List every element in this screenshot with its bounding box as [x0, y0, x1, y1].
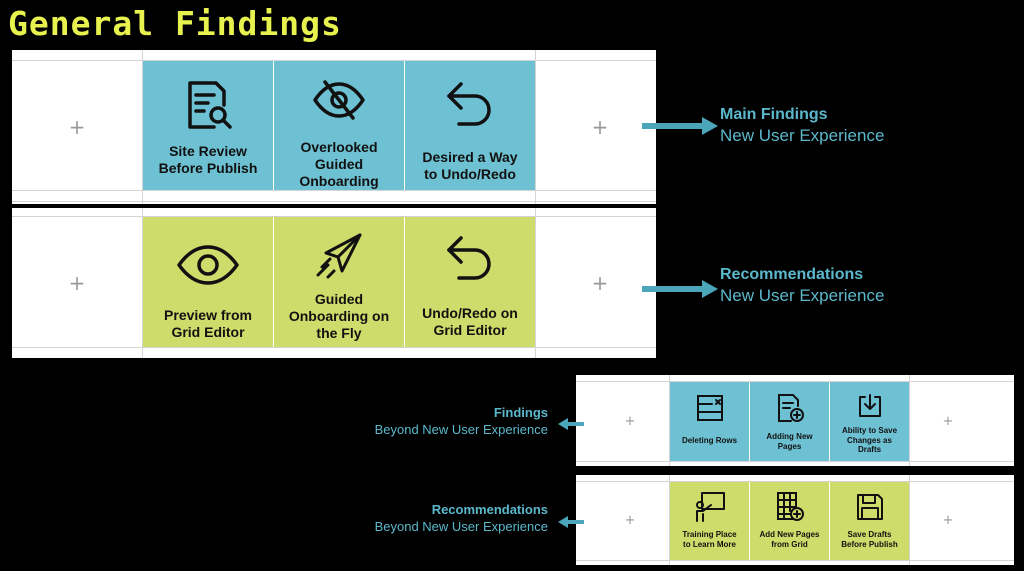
finding-label: Overlooked Guided Onboarding: [299, 139, 379, 189]
finding-card: Site Review Before Publish: [143, 61, 273, 190]
beyond-recommendations-board: + + Training Place to Learn More Add New…: [576, 475, 1014, 565]
callout-heading: Findings: [493, 405, 548, 420]
floppy-disk-icon: [850, 488, 890, 526]
finding-card: Adding New Pages: [750, 382, 829, 461]
eye-slash-icon: [309, 75, 369, 125]
document-search-icon: [178, 75, 238, 135]
finding-card: Overlooked Guided Onboarding: [274, 61, 404, 190]
recommendation-card: Training Place to Learn More: [670, 482, 749, 560]
new-user-experience-board: + + + + Site Review Before Publish Overl…: [12, 50, 656, 358]
callout-heading: Recommendations: [720, 266, 864, 283]
recommendation-label: Add New Pages from Grid: [759, 530, 820, 549]
recommendation-card: Guided Onboarding on the Fly: [274, 217, 404, 347]
recommendation-card: Undo/Redo on Grid Editor: [405, 217, 535, 347]
paper-plane-icon: [309, 229, 369, 285]
finding-card: Desired a Way to Undo/Redo: [405, 61, 535, 190]
recommendation-label: Save Drafts Before Publish: [841, 530, 898, 549]
arrow-right-icon: [642, 280, 718, 298]
recommendation-card: Add New Pages from Grid: [750, 482, 829, 560]
callout-subheading: Beyond New User Experience: [374, 422, 548, 437]
recommendation-card: Save Drafts Before Publish: [830, 482, 909, 560]
beyond-findings-callout: Findings Beyond New User Experience: [340, 405, 548, 437]
add-placeholder-plus[interactable]: +: [68, 115, 86, 139]
eye-icon: [173, 239, 243, 291]
recommendation-label: Guided Onboarding on the Fly: [288, 291, 390, 341]
add-placeholder-plus[interactable]: +: [942, 512, 954, 528]
grid-add-icon: [770, 488, 810, 526]
arrow-right-icon: [642, 117, 718, 135]
download-tray-icon: [850, 390, 890, 422]
recommendation-label: Training Place to Learn More: [682, 530, 737, 549]
finding-label: Site Review Before Publish: [158, 143, 258, 176]
finding-label: Ability to Save Changes as Drafts: [841, 426, 898, 455]
callout-subheading: Beyond New User Experience: [374, 519, 548, 534]
section-divider: [12, 204, 656, 208]
arrow-left-icon: [558, 418, 584, 430]
add-placeholder-plus[interactable]: +: [591, 115, 609, 139]
delete-rows-icon: [690, 390, 730, 426]
finding-label: Desired a Way to Undo/Redo: [422, 149, 518, 182]
recommendation-label: Undo/Redo on Grid Editor: [422, 305, 518, 338]
undo-arrow-icon: [440, 75, 500, 135]
recommendation-label: Preview from Grid Editor: [164, 307, 252, 340]
callout-subheading: New User Experience: [720, 286, 885, 305]
beyond-findings-board: + + Deleting Rows Adding New Pages Abili…: [576, 375, 1014, 466]
add-page-icon: [770, 390, 810, 426]
add-placeholder-plus[interactable]: +: [624, 413, 636, 429]
arrow-left-icon: [558, 516, 584, 528]
main-findings-callout: Main Findings New User Experience: [720, 106, 884, 146]
beyond-recommendations-callout: Recommendations Beyond New User Experien…: [340, 502, 548, 534]
add-placeholder-plus[interactable]: +: [942, 413, 954, 429]
finding-card: Ability to Save Changes as Drafts: [830, 382, 909, 461]
undo-arrow-icon: [440, 229, 500, 289]
callout-subheading: New User Experience: [720, 126, 885, 145]
add-placeholder-plus[interactable]: +: [68, 271, 86, 295]
add-placeholder-plus[interactable]: +: [624, 512, 636, 528]
add-placeholder-plus[interactable]: +: [591, 271, 609, 295]
callout-heading: Recommendations: [431, 502, 548, 517]
recommendation-card: Preview from Grid Editor: [143, 217, 273, 347]
recommendations-callout: Recommendations New User Experience: [720, 266, 884, 306]
presentation-board-icon: [690, 488, 730, 526]
callout-heading: Main Findings: [720, 106, 828, 123]
finding-label: Adding New Pages: [766, 432, 813, 451]
finding-label: Deleting Rows: [681, 436, 738, 445]
finding-card: Deleting Rows: [670, 382, 749, 461]
page-title: General Findings: [8, 4, 342, 43]
